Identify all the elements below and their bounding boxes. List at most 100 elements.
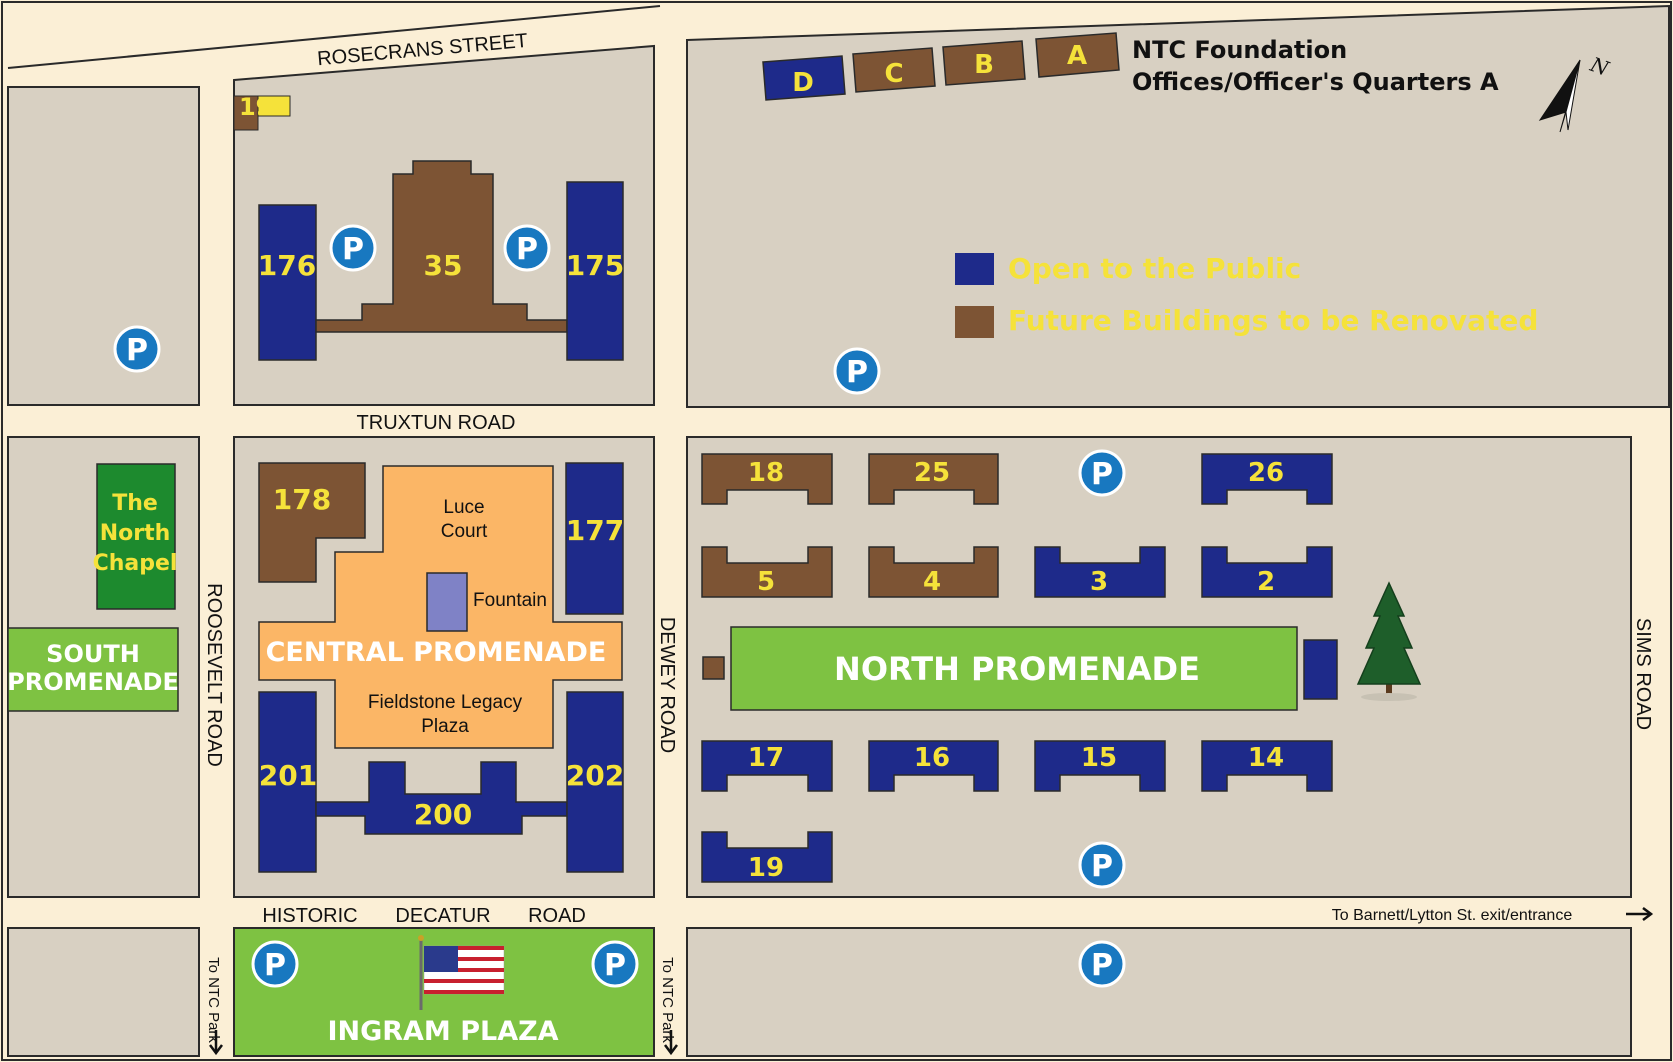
building-25-label: 25 bbox=[914, 458, 950, 488]
block-southeast bbox=[686, 927, 1632, 1057]
to-ntc-park-label-east: To NTC Park bbox=[659, 957, 676, 1043]
officers-quarters-title: Offices/Officer's Quarters A bbox=[1132, 68, 1499, 96]
building-176[interactable] bbox=[258, 204, 317, 361]
decatur-label: DECATUR bbox=[395, 905, 490, 927]
south-promenade[interactable] bbox=[7, 627, 179, 712]
building-201[interactable] bbox=[258, 691, 317, 873]
building-201-label: 201 bbox=[259, 759, 317, 792]
ntc-foundation-title: NTC Foundation bbox=[1132, 36, 1347, 64]
parking-marker[interactable]: P bbox=[591, 940, 639, 988]
north-chapel-label-3: Chapel bbox=[93, 551, 178, 576]
building-200[interactable] bbox=[315, 761, 568, 835]
building-175-label: 175 bbox=[566, 249, 624, 282]
north-arrow-icon bbox=[1538, 59, 1581, 133]
arrow-right-icon bbox=[1626, 907, 1654, 921]
building-177[interactable] bbox=[565, 462, 624, 615]
building-D-label: D bbox=[792, 68, 814, 98]
block-northwest bbox=[7, 86, 200, 406]
fieldstone-label-1: Fieldstone Legacy bbox=[368, 692, 523, 713]
building-26-label: 26 bbox=[1248, 458, 1284, 488]
building-17[interactable] bbox=[701, 740, 833, 792]
building-14[interactable] bbox=[1201, 740, 1333, 792]
arrow-down-icon bbox=[664, 1030, 678, 1056]
building-175[interactable] bbox=[566, 181, 624, 361]
building-200-label: 200 bbox=[414, 798, 472, 831]
small-building-east[interactable] bbox=[1303, 639, 1338, 700]
legend-future-label: Future Buildings to be Renovated bbox=[1008, 304, 1538, 337]
building-15[interactable] bbox=[1034, 740, 1166, 792]
svg-text:P: P bbox=[1091, 457, 1113, 492]
building-D[interactable] bbox=[762, 55, 846, 101]
building-A[interactable] bbox=[1035, 32, 1120, 78]
building-35-label: 35 bbox=[424, 249, 463, 282]
building-18-label: 18 bbox=[748, 458, 784, 488]
svg-text:P: P bbox=[126, 333, 148, 368]
building-14-label: 14 bbox=[1248, 743, 1284, 773]
building-198[interactable] bbox=[233, 95, 259, 131]
parking-marker[interactable]: P bbox=[503, 224, 551, 272]
north-promenade[interactable] bbox=[730, 626, 1298, 711]
legend-future-swatch bbox=[955, 306, 994, 338]
parking-marker[interactable]: P bbox=[329, 224, 377, 272]
parking-marker[interactable]: P bbox=[113, 325, 161, 373]
fountain-label: Fountain bbox=[473, 590, 547, 611]
svg-text:P: P bbox=[1091, 849, 1113, 884]
luce-court-label-1: Luce bbox=[443, 497, 484, 518]
building-18[interactable] bbox=[701, 453, 833, 505]
legend-public-label: Open to the Public bbox=[1008, 252, 1301, 285]
parking-marker[interactable]: P bbox=[1078, 841, 1126, 889]
parking-marker[interactable]: P bbox=[1078, 449, 1126, 497]
south-promenade-label-1: SOUTH bbox=[46, 640, 140, 668]
historic-label: HISTORIC bbox=[262, 905, 357, 927]
building-5[interactable] bbox=[701, 546, 833, 598]
building-25[interactable] bbox=[868, 453, 999, 505]
small-building-west[interactable] bbox=[702, 656, 725, 680]
rosecrans-edge bbox=[7, 5, 661, 69]
roosevelt-road-label: ROOSEVELT ROAD bbox=[203, 583, 225, 767]
building-16[interactable] bbox=[868, 740, 999, 792]
fountain[interactable] bbox=[426, 572, 468, 632]
central-promenade-label: CENTRAL PROMENADE bbox=[266, 637, 607, 668]
building-2[interactable] bbox=[1201, 546, 1333, 598]
building-19[interactable] bbox=[701, 831, 833, 883]
parking-marker[interactable]: P bbox=[251, 940, 299, 988]
svg-text:P: P bbox=[516, 232, 538, 267]
building-177-label: 177 bbox=[566, 514, 624, 547]
building-3[interactable] bbox=[1034, 546, 1166, 598]
building-4[interactable] bbox=[868, 546, 999, 598]
to-ntc-park-label-west: To NTC Park bbox=[205, 957, 222, 1043]
building-5-label: 5 bbox=[757, 567, 775, 597]
block-northeast bbox=[686, 4, 1670, 408]
road-label: ROAD bbox=[528, 905, 586, 927]
luce-court-label-2: Court bbox=[441, 521, 488, 542]
building-B-label: B bbox=[974, 50, 994, 80]
building-C-label: C bbox=[884, 59, 903, 89]
building-202[interactable] bbox=[566, 691, 624, 873]
north-chapel[interactable] bbox=[96, 463, 176, 610]
building-16-label: 16 bbox=[914, 743, 950, 773]
building-B[interactable] bbox=[942, 40, 1026, 86]
to-barnett-label: To Barnett/Lytton St. exit/entrance bbox=[1332, 907, 1573, 924]
parking-marker[interactable]: P bbox=[833, 347, 881, 395]
sims-road-label: SIMS ROAD bbox=[1632, 618, 1654, 730]
building-17-label: 17 bbox=[748, 743, 784, 773]
building-C[interactable] bbox=[852, 47, 936, 93]
building-176-label: 176 bbox=[258, 249, 316, 282]
tree-icon bbox=[1356, 581, 1422, 701]
building-202-label: 202 bbox=[566, 759, 624, 792]
american-flag-icon bbox=[418, 935, 505, 1010]
building-3-label: 3 bbox=[1090, 567, 1108, 597]
building-4-label: 4 bbox=[923, 567, 941, 597]
svg-text:P: P bbox=[1091, 948, 1113, 983]
building-178-label: 178 bbox=[273, 483, 331, 516]
building-178[interactable] bbox=[258, 462, 366, 583]
building-15-label: 15 bbox=[1081, 743, 1117, 773]
south-promenade-label-2: PROMENADE bbox=[7, 668, 179, 696]
north-promenade-label: NORTH PROMENADE bbox=[834, 650, 1200, 688]
parking-marker[interactable]: P bbox=[1078, 940, 1126, 988]
arrow-down-icon bbox=[209, 1030, 223, 1056]
building-26[interactable] bbox=[1201, 453, 1333, 505]
building-198-label: 198 bbox=[239, 93, 289, 121]
